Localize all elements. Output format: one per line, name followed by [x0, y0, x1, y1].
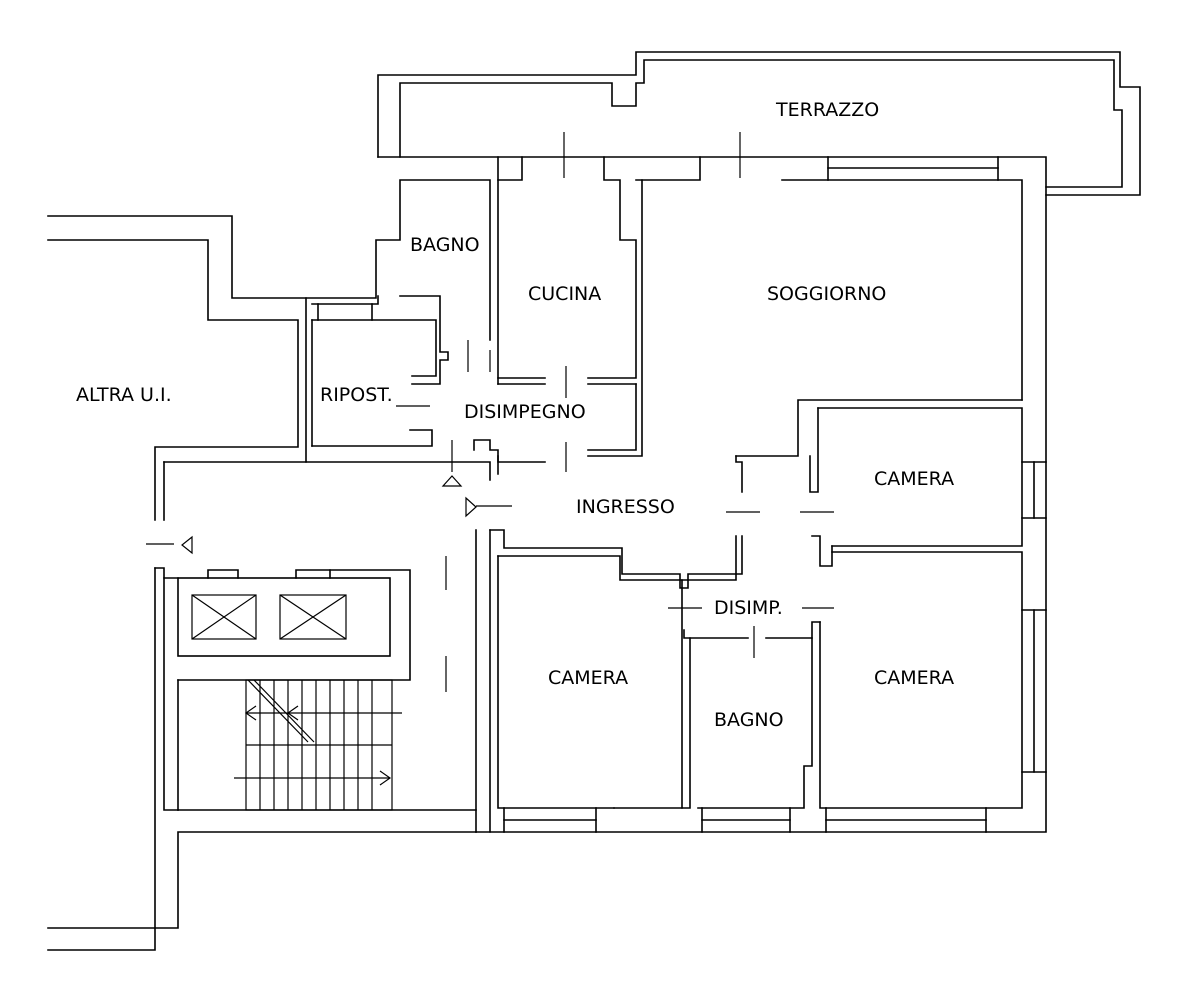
room-label-camera-right-upper: CAMERA: [874, 468, 954, 490]
room-label-soggiorno: SOGGIORNO: [767, 283, 886, 305]
entrance-triangle-icons: [181, 475, 477, 555]
room-label-ripost: RIPOST.: [320, 384, 393, 406]
room-label-terrazzo: TERRAZZO: [775, 99, 879, 121]
interior-walls: [311, 156, 1023, 833]
neighbour-and-stair-walls: [47, 179, 491, 951]
room-label-camera-right-lower: CAMERA: [874, 667, 954, 689]
room-label-bagno-top: BAGNO: [410, 234, 480, 256]
stair-arrow-icons: [244, 705, 392, 786]
terrace-walls: [377, 51, 1141, 196]
room-label-bagno-bottom: BAGNO: [714, 709, 784, 731]
room-label-cucina: CUCINA: [528, 283, 601, 305]
room-label-altra-ui: ALTRA U.I.: [76, 384, 172, 406]
lift-shaft-icons: [191, 594, 347, 640]
room-labels: TERRAZZO BAGNO CUCINA SOGGIORNO ALTRA U.…: [76, 99, 954, 731]
room-label-ingresso: INGRESSO: [576, 496, 675, 518]
outer-walls: [377, 156, 1047, 833]
room-label-disimp: DISIMP.: [714, 597, 783, 619]
room-label-camera-left-lower: CAMERA: [548, 667, 628, 689]
door-marks: [146, 132, 834, 692]
room-label-disimpegno: DISIMPEGNO: [464, 401, 586, 423]
